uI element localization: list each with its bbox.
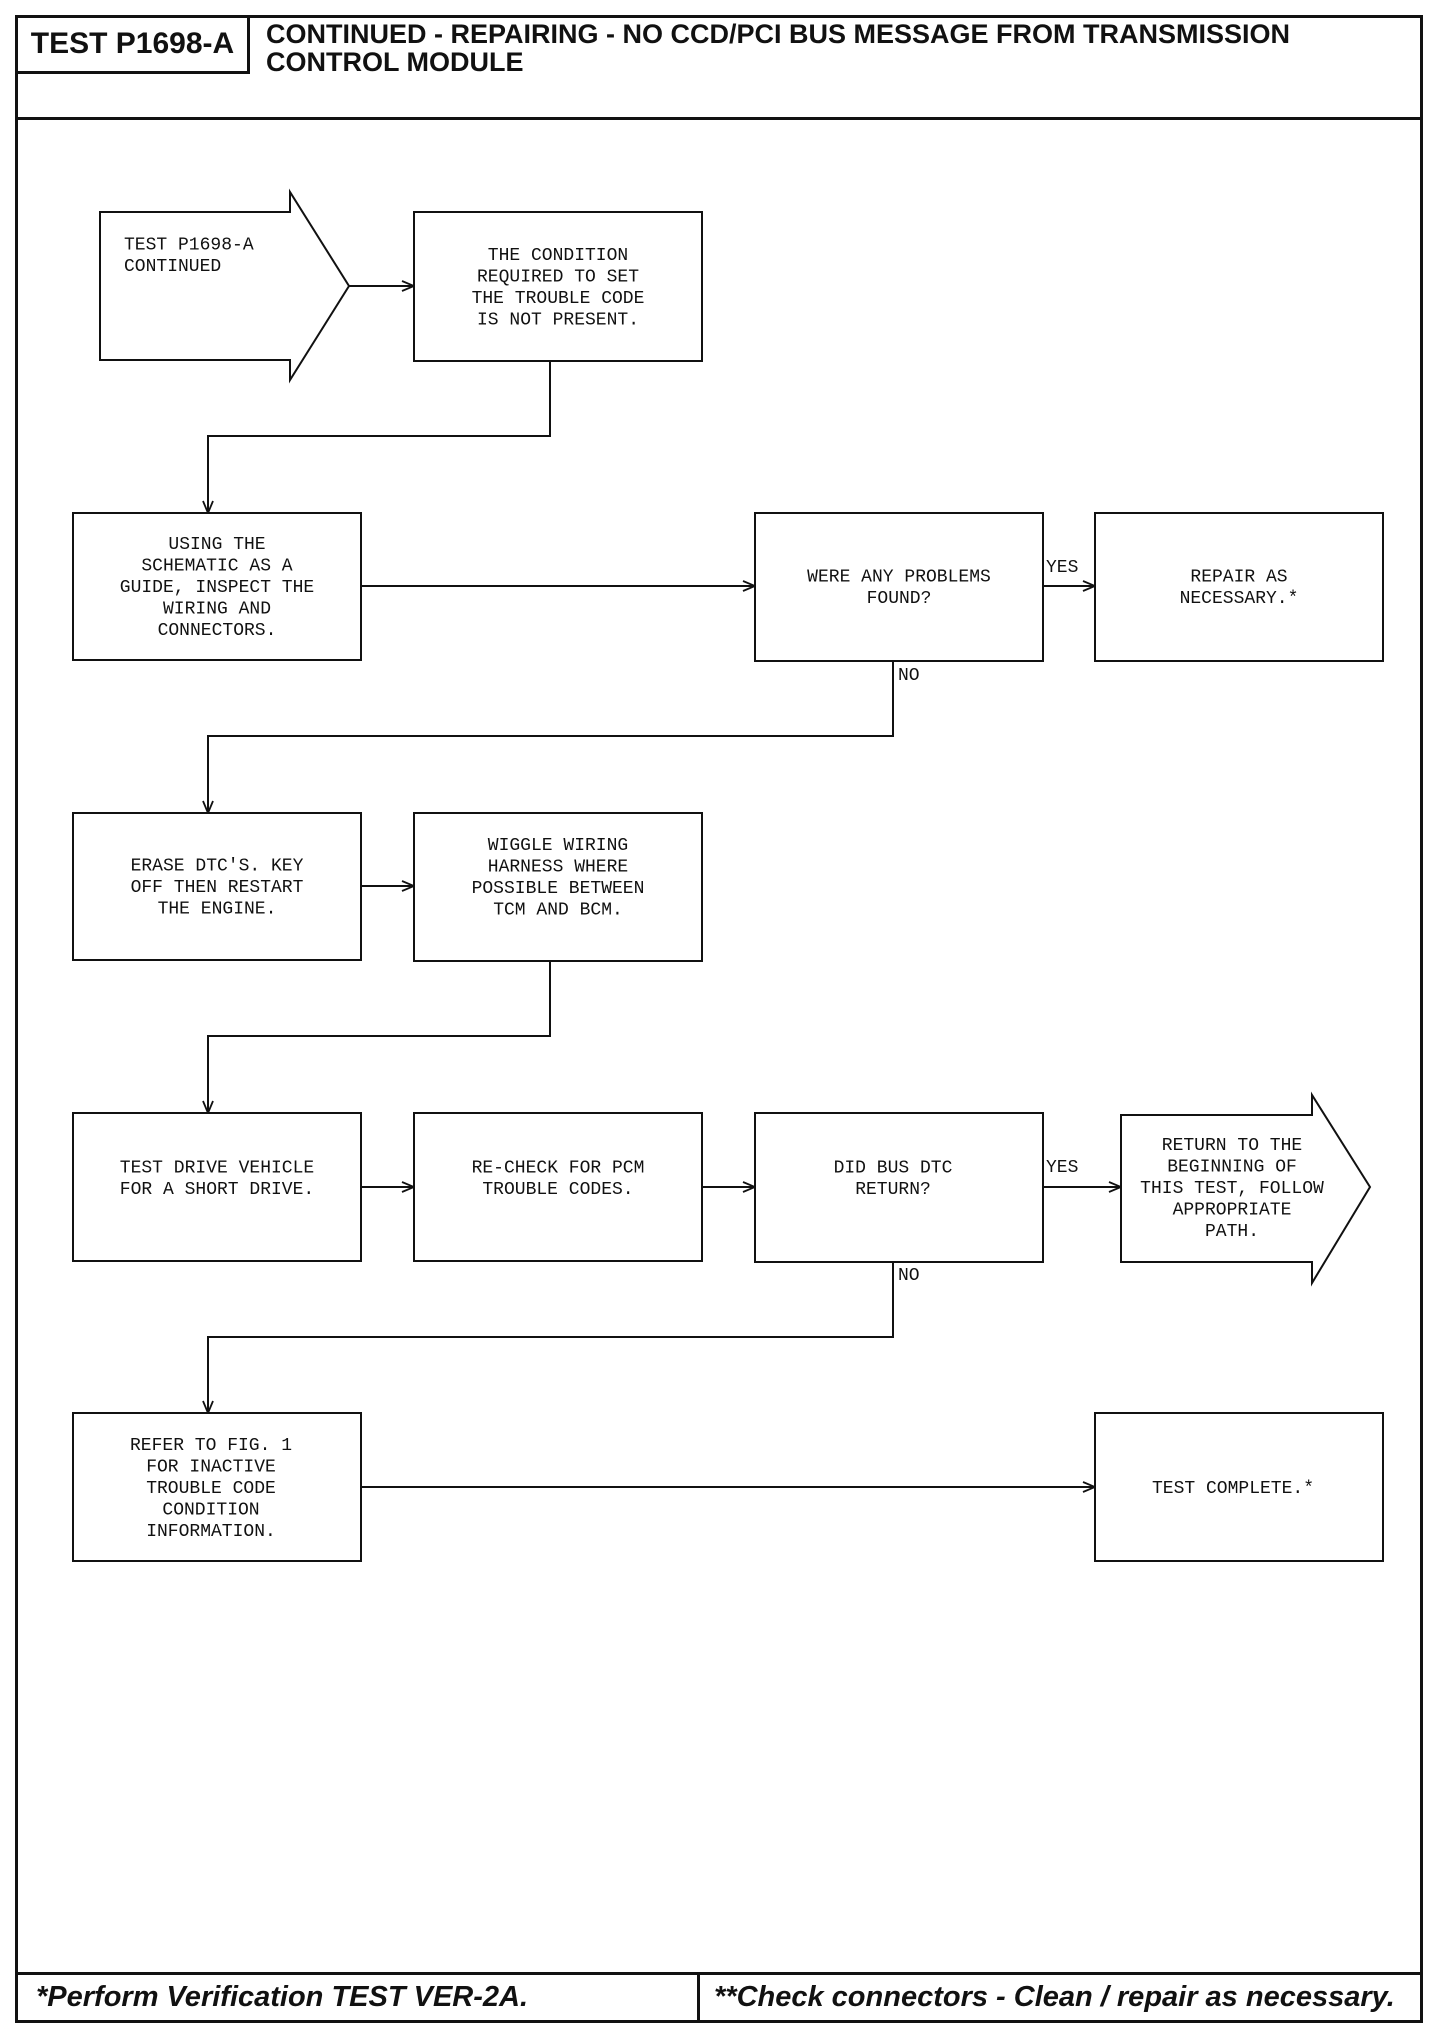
node-text-line: TEST P1698-A (124, 235, 254, 255)
connector-condition-to-inspect (208, 361, 551, 513)
node-text-line: THE ENGINE. (158, 900, 277, 920)
wiggle-box (413, 812, 703, 962)
node-text-line: BEGINNING OF (1167, 1158, 1297, 1178)
no-label-bus-return: NO (898, 1266, 920, 1286)
node-complete-text: TEST COMPLETE.* (1152, 1479, 1314, 1499)
node-text-line: INFORMATION. (146, 1522, 276, 1542)
node-text-line: USING THE (168, 535, 265, 555)
node-text-line: WIGGLE WIRING (488, 836, 628, 856)
node-text-line: TROUBLE CODE (146, 1479, 276, 1499)
problems-decision-box (754, 512, 1044, 662)
node-text-line: REQUIRED TO SET (477, 267, 639, 287)
node-text-line: FOUND? (867, 589, 932, 609)
node-text-line: TROUBLE CODES. (482, 1180, 633, 1200)
return-arrow-shape (1120, 1091, 1372, 1287)
node-text-line: RE-CHECK FOR PCM (472, 1158, 645, 1178)
node-text-line: DID BUS DTC (834, 1158, 953, 1178)
start-arrow-shape (99, 188, 351, 384)
repair-box (1094, 512, 1384, 662)
drive-box (72, 1112, 362, 1262)
node-text-line: REPAIR AS (1190, 567, 1287, 587)
node-text-line: OFF THEN RESTART (131, 878, 304, 898)
page-frame: TEST P1698-A CONTINUED - REPAIRING - NO … (15, 15, 1423, 2023)
connectors (208, 286, 1121, 1487)
recheck-box (413, 1112, 703, 1262)
node-text-line: HARNESS WHERE (488, 857, 628, 877)
no-label-problems: NO (898, 666, 920, 686)
node-text-line: NECESSARY.* (1180, 589, 1299, 609)
node-text-line: SCHEMATIC AS A (141, 557, 292, 577)
node-text-line: IS NOT PRESENT. (477, 310, 639, 330)
node-text-line: TCM AND BCM. (493, 900, 623, 920)
condition-box (413, 211, 703, 362)
node-text-line: RETURN? (855, 1180, 931, 1200)
footer: *Perform Verification TEST VER-2A. **Che… (18, 1972, 1420, 2020)
header: TEST P1698-A CONTINUED - REPAIRING - NO … (18, 18, 1420, 120)
node-text-line: CONDITION (162, 1501, 259, 1521)
erase-box (72, 812, 362, 961)
footer-note-verification: *Perform Verification TEST VER-2A. (18, 1975, 700, 2020)
node-text-line: CONNECTORS. (158, 621, 277, 641)
connector-problems-to-erase (208, 661, 894, 813)
connector-wiggle-to-drive (208, 961, 551, 1113)
page-title: CONTINUED - REPAIRING - NO CCD/PCI BUS M… (266, 20, 1396, 76)
connector-bus-return-to-refer (208, 1262, 894, 1413)
node-text-line: CONTINUED (124, 257, 221, 277)
yes-label-bus-return: YES (1046, 1158, 1078, 1178)
node-text-line: TEST COMPLETE.* (1152, 1479, 1314, 1499)
node-text-line: GUIDE, INSPECT THE (120, 578, 314, 598)
node-text-line: POSSIBLE BETWEEN (472, 879, 645, 899)
bus-return-decision-box (754, 1112, 1044, 1263)
footer-note-connectors: **Check connectors - Clean / repair as n… (714, 1981, 1395, 2013)
yes-label-problems: YES (1046, 558, 1078, 578)
title-line-2: CONTROL MODULE (266, 47, 524, 77)
node-text-line: FOR A SHORT DRIVE. (120, 1180, 314, 1200)
node-complete: TEST COMPLETE.* (1094, 1412, 1384, 1562)
node-text-line: WERE ANY PROBLEMS (807, 567, 991, 587)
inspect-box (72, 512, 362, 661)
node-text-line: THE TROUBLE CODE (472, 289, 645, 309)
node-text-line: WIRING AND (163, 600, 271, 620)
node-text-line: FOR INACTIVE (146, 1458, 276, 1478)
node-text-line: PATH. (1205, 1222, 1259, 1242)
title-line-1: CONTINUED - REPAIRING - NO CCD/PCI BUS M… (266, 19, 1291, 49)
node-text-line: THIS TEST, FOLLOW (1140, 1179, 1324, 1199)
node-text-line: ERASE DTC'S. KEY (131, 857, 304, 877)
refer-box (72, 1412, 362, 1562)
node-text-line: APPROPRIATE (1173, 1201, 1292, 1221)
test-id-label: TEST P1698-A (18, 18, 250, 74)
node-text-line: TEST DRIVE VEHICLE (120, 1158, 314, 1178)
node-text-line: RETURN TO THE (1162, 1136, 1302, 1156)
node-text-line: REFER TO FIG. 1 (130, 1436, 292, 1456)
complete-box (1094, 1412, 1384, 1562)
node-text-line: THE CONDITION (488, 246, 628, 266)
